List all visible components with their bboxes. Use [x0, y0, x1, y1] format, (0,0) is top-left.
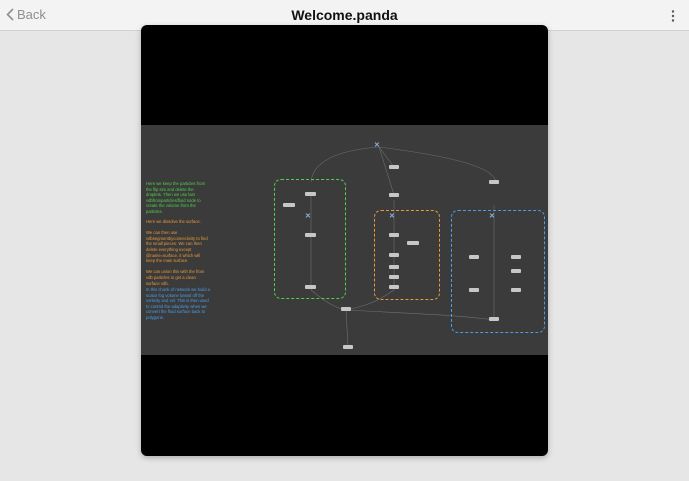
- back-button[interactable]: Back: [6, 7, 46, 22]
- page-title: Welcome.panda: [291, 7, 398, 23]
- graph-node[interactable]: [389, 233, 399, 237]
- merge-node-icon[interactable]: ✕: [374, 142, 380, 149]
- graph-node[interactable]: [511, 269, 521, 273]
- more-vertical-icon: [671, 10, 675, 22]
- more-options-button[interactable]: [671, 9, 675, 27]
- blue-network-box[interactable]: [451, 210, 545, 333]
- graph-wires: [310, 146, 497, 348]
- graph-node[interactable]: [341, 307, 351, 311]
- back-label: Back: [17, 7, 46, 22]
- graph-node[interactable]: [389, 253, 399, 257]
- chevron-left-icon: [6, 8, 14, 21]
- merge-node-icon[interactable]: ✕: [305, 213, 311, 220]
- graph-node[interactable]: [389, 265, 399, 269]
- graph-node[interactable]: [489, 180, 499, 184]
- graph-node[interactable]: [283, 203, 295, 207]
- graph-node[interactable]: [469, 288, 479, 292]
- graph-node[interactable]: [343, 345, 353, 349]
- graph-node[interactable]: [389, 193, 399, 197]
- orange-network-box[interactable]: [374, 210, 440, 300]
- graph-node[interactable]: [407, 241, 419, 245]
- graph-node[interactable]: [305, 233, 316, 237]
- preview-modal: Here we keep the particles from the flip…: [141, 25, 548, 456]
- graph-node[interactable]: [469, 255, 479, 259]
- graph-node[interactable]: [489, 317, 499, 321]
- node-network-graph[interactable]: Here we keep the particles from the flip…: [141, 125, 548, 355]
- graph-node[interactable]: [511, 288, 521, 292]
- merge-node-icon[interactable]: ✕: [489, 213, 495, 220]
- graph-node[interactable]: [389, 275, 399, 279]
- graph-node[interactable]: [389, 165, 399, 169]
- blue-note: In this chunk of network we build a scal…: [146, 287, 211, 320]
- green-note: Here we keep the particles from the flip…: [146, 181, 206, 214]
- graph-node[interactable]: [305, 285, 316, 289]
- graph-node[interactable]: [389, 285, 399, 289]
- merge-node-icon[interactable]: ✕: [389, 213, 395, 220]
- graph-node[interactable]: [305, 192, 316, 196]
- green-network-box[interactable]: [274, 179, 346, 299]
- orange-note: Here we dissolve the surface. We can the…: [146, 219, 208, 286]
- graph-node[interactable]: [511, 255, 521, 259]
